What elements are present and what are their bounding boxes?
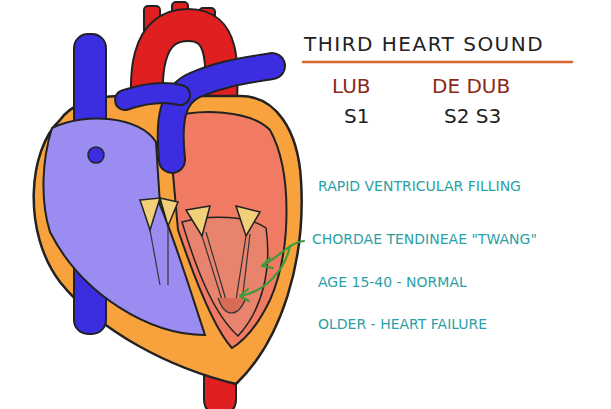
title-underline [303,61,572,64]
leader-arrows [240,241,304,301]
chordae-tendineae [150,226,250,313]
left-heart-chambers [168,112,287,348]
note-text: CHORDAE TENDINEAE "TWANG" [312,231,537,248]
sound-name: S1 [344,104,369,128]
heart-valves [140,198,260,236]
left-ventricle [182,217,268,336]
sound-name: S2 S3 [444,104,501,128]
sound-word: DE DUB [432,74,510,98]
pulmonary-artery [125,66,272,160]
sound-word: LUB [332,74,371,98]
note-text: RAPID VENTRICULAR FILLING [318,178,521,195]
note-text: AGE 15-40 - NORMAL [318,274,467,291]
note-text: OLDER - HEART FAILURE [318,316,487,333]
diagram-title: THIRD HEART SOUND [304,32,544,56]
